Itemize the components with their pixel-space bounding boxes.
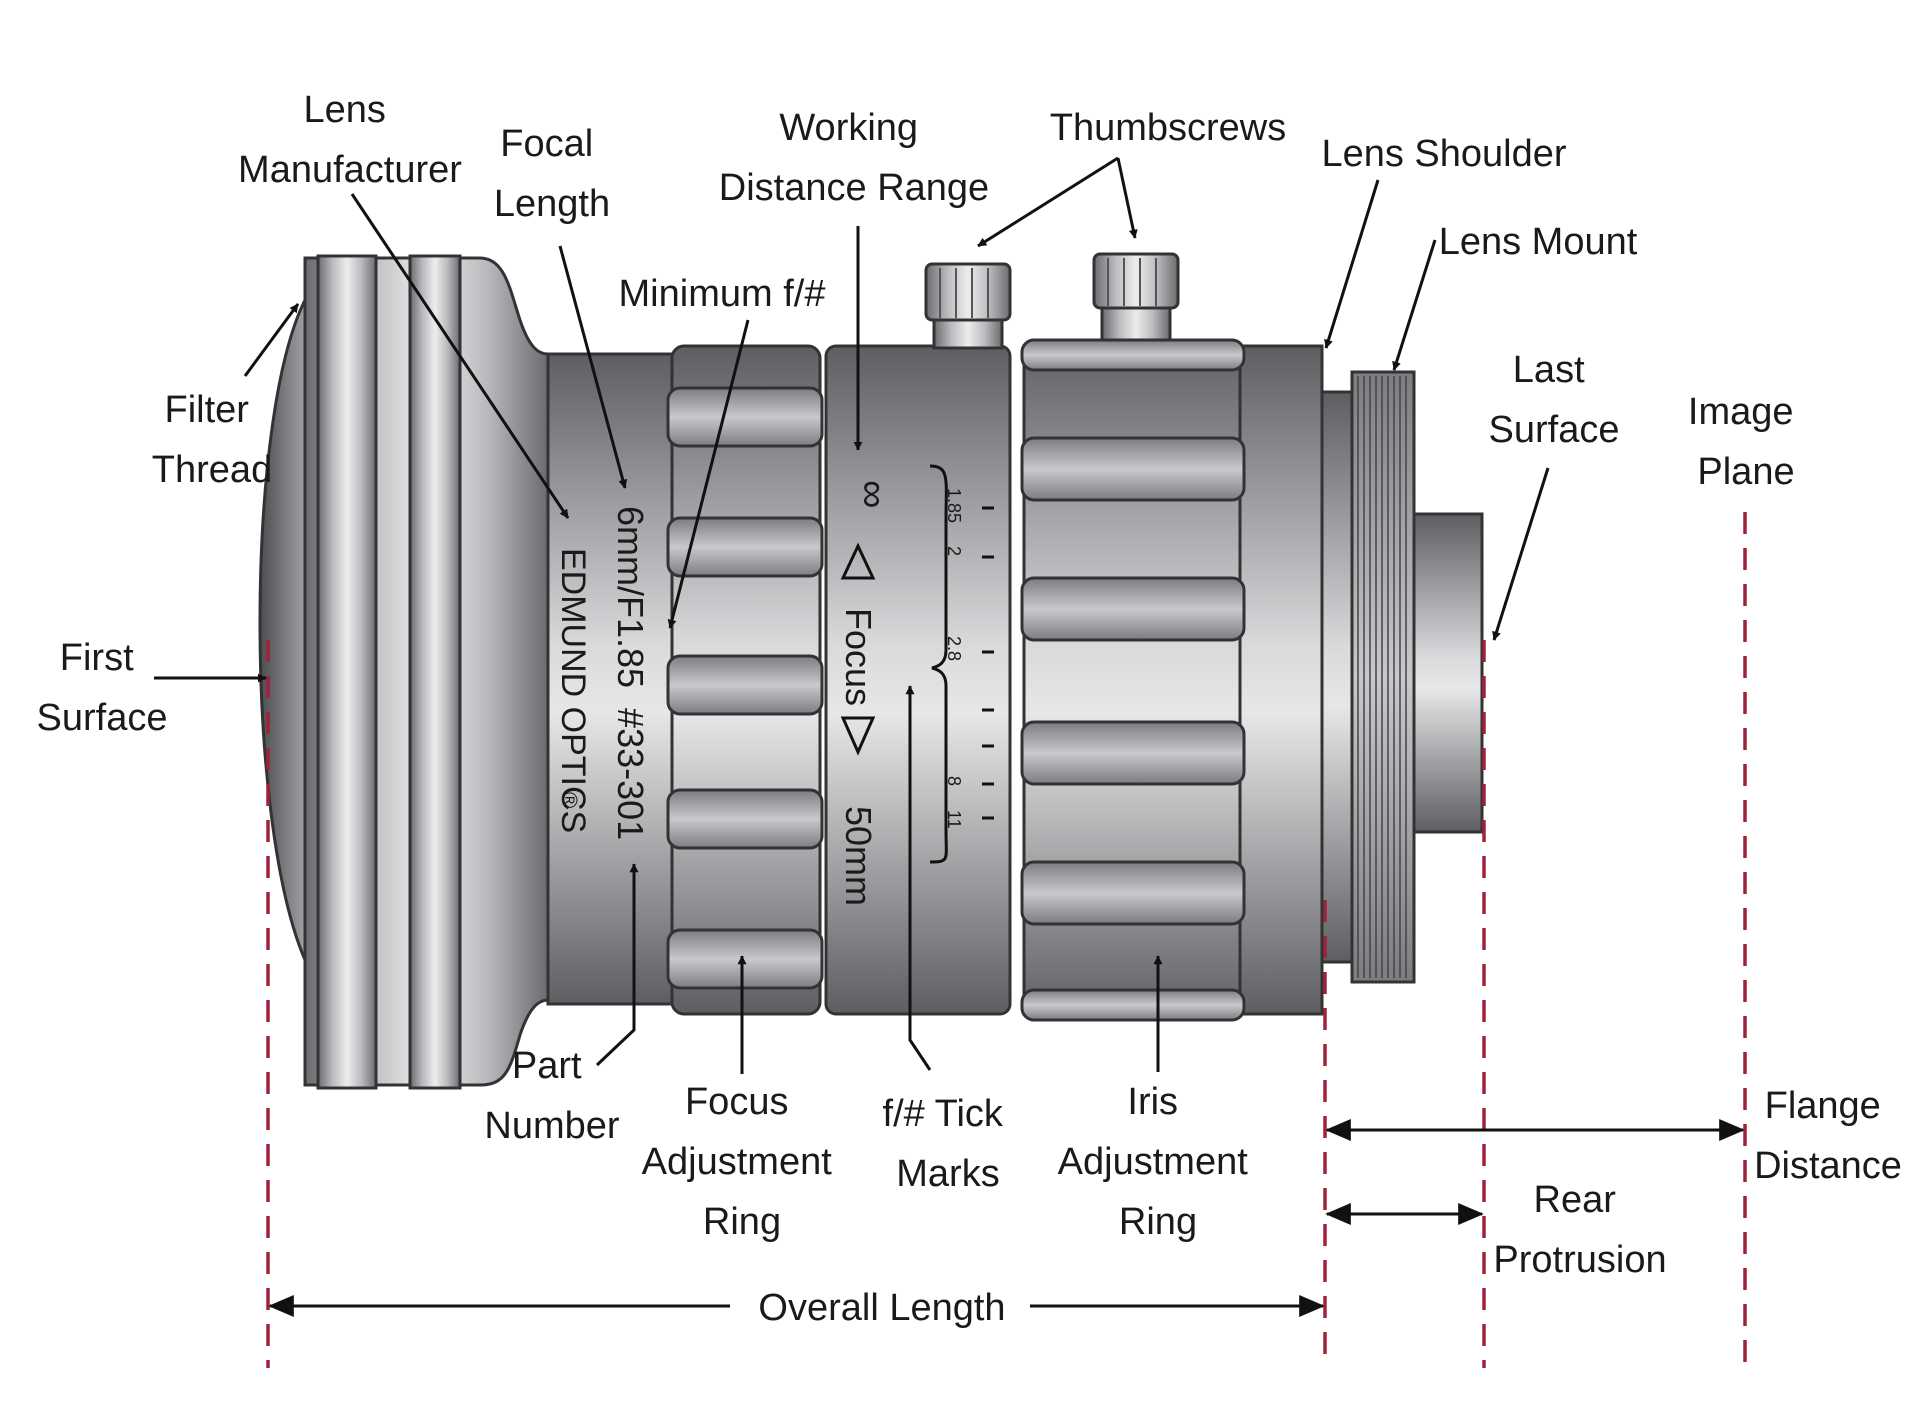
arrow-lens-manufacturer bbox=[350, 193, 570, 519]
arrow-thumbscrew-2 bbox=[1116, 157, 1138, 239]
focus-word: Focus bbox=[838, 608, 879, 706]
f-stop-ticks bbox=[982, 506, 994, 820]
focus-ring-grips bbox=[666, 386, 824, 990]
arrow-part-number bbox=[595, 863, 639, 1067]
focus-grip-3 bbox=[666, 654, 824, 716]
infinity-mark: ∞ bbox=[851, 480, 895, 509]
f-stop-2: 2 bbox=[944, 546, 964, 556]
rear-protrusion-tube bbox=[1412, 512, 1484, 834]
focus-grip-1 bbox=[666, 386, 824, 448]
arrow-last-surface bbox=[1492, 467, 1550, 641]
label-overall-length: Overall Length bbox=[758, 1287, 1005, 1329]
f-stop-11: 11 bbox=[944, 810, 964, 829]
focus-grip-4 bbox=[666, 788, 824, 850]
iris-grip-5 bbox=[1020, 860, 1246, 926]
focus-grip-5 bbox=[666, 928, 824, 990]
focus-triangle-up bbox=[840, 542, 876, 580]
label-focus-adjustment-ring: Focus Adjustment Ring bbox=[642, 1081, 843, 1243]
label-minimum-f: Minimum f/# bbox=[619, 273, 826, 315]
iris-grip-1 bbox=[1020, 338, 1246, 372]
f-stop-185: 1.85 bbox=[944, 488, 964, 523]
f-stop-scale: 1.85 2 2.8 8 11 bbox=[929, 464, 994, 864]
iris-grip-2 bbox=[1020, 436, 1246, 502]
label-last-surface: Last Surface bbox=[1489, 349, 1620, 451]
label-lens-manufacturer: Lens Manufacturer bbox=[238, 89, 462, 191]
label-first-surface: First Surface bbox=[37, 637, 168, 739]
callout-labels: Lens Manufacturer Focal Length Working D… bbox=[37, 89, 1902, 1329]
label-thumbscrews: Thumbscrews bbox=[1050, 107, 1287, 149]
front-element-dome bbox=[258, 299, 307, 961]
focus-scale-barrel bbox=[824, 344, 1012, 1016]
thumbscrew-2 bbox=[1092, 252, 1180, 342]
focus-triangle-down bbox=[840, 716, 876, 756]
leader-arrows bbox=[154, 156, 1550, 1074]
spec-marking: 6mm/F1.85 #33-301 bbox=[610, 506, 651, 840]
label-focal-length: Focal Length bbox=[494, 123, 610, 225]
f-stop-bracket bbox=[929, 464, 948, 864]
iris-ring-grips bbox=[1020, 338, 1246, 1022]
filter-thread-ridge-1 bbox=[316, 254, 378, 1090]
arrow-thumbscrew-1 bbox=[977, 156, 1119, 248]
iris-grip-6 bbox=[1020, 988, 1246, 1022]
label-rear-protrusion: Rear Protrusion bbox=[1493, 1179, 1666, 1281]
label-filter-thread: Filter Thread bbox=[152, 389, 272, 491]
iris-grip-4 bbox=[1020, 720, 1246, 786]
arrow-lens-mount bbox=[1392, 239, 1437, 371]
label-iris-adjustment-ring: Iris Adjustment Ring bbox=[1058, 1081, 1259, 1243]
arrow-minimum-f bbox=[667, 319, 750, 629]
arrow-filter-thread bbox=[243, 303, 300, 377]
label-tick-marks: f/# Tick Marks bbox=[883, 1093, 1014, 1195]
min-distance-marking: 50mm bbox=[838, 806, 879, 906]
lens-body bbox=[258, 254, 1484, 1090]
lens-mount-thread bbox=[1350, 370, 1416, 984]
label-lens-mount: Lens Mount bbox=[1439, 221, 1638, 263]
thumbscrew-1 bbox=[924, 262, 1012, 350]
arrow-lens-shoulder bbox=[1324, 179, 1380, 349]
mount-thread-lines bbox=[1357, 376, 1407, 978]
manufacturer-marking: EDMUND OPTICS bbox=[554, 548, 592, 833]
focus-grip-2 bbox=[666, 516, 824, 578]
arrow-tick-marks bbox=[905, 685, 932, 1071]
label-part-number: Part Number bbox=[484, 1045, 619, 1147]
label-image-plane: Image Plane bbox=[1688, 391, 1804, 493]
rear-barrel bbox=[1238, 344, 1324, 1016]
dimension-arrows bbox=[268, 1119, 1745, 1317]
lens-shoulder-section bbox=[1320, 390, 1354, 964]
f-stop-28: 2.8 bbox=[944, 636, 964, 661]
f-stop-8: 8 bbox=[944, 776, 964, 786]
label-lens-shoulder: Lens Shoulder bbox=[1321, 133, 1566, 175]
registered-mark: ® bbox=[557, 792, 582, 808]
label-working-distance-range: Working Distance Range bbox=[719, 107, 989, 209]
arrow-focal-length bbox=[558, 245, 628, 489]
label-flange-distance: Flange Distance bbox=[1754, 1085, 1902, 1187]
iris-grip-3 bbox=[1020, 576, 1246, 642]
filter-thread-ridge-2 bbox=[408, 254, 462, 1090]
